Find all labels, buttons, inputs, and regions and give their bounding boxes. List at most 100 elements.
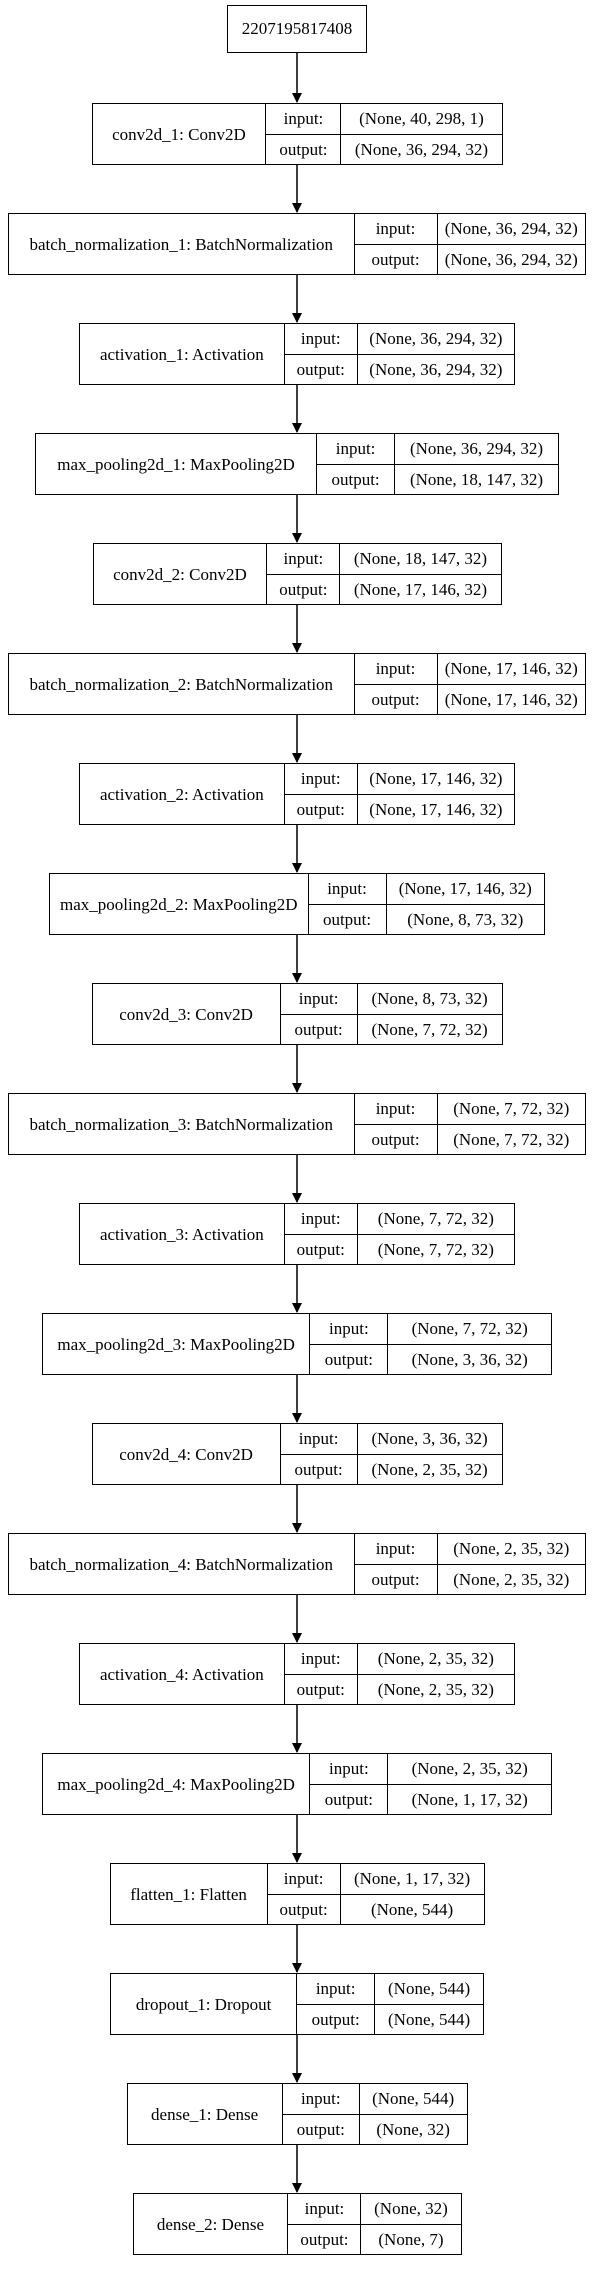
- layer-output-row: output: (None, 36, 294, 32): [266, 133, 502, 164]
- layer-input-label: input:: [309, 874, 387, 904]
- layer-input-row: input:(None, 18, 147, 32): [267, 544, 500, 574]
- layer-output-shape: (None, 36, 294, 32): [444, 249, 578, 269]
- layer-input-shape: (None, 2, 35, 32): [411, 1759, 528, 1779]
- layer-input-shape: (None, 17, 146, 32): [444, 659, 578, 679]
- layer-input-row: input: (None, 17, 146, 32): [355, 654, 585, 684]
- layer-output-label: output:: [281, 1014, 358, 1044]
- layer-io-table: input:(None, 544)output:(None, 32): [282, 2084, 467, 2144]
- layer-io-table: input: (None, 8, 73, 32) output: (None, 7, …: [280, 984, 502, 1044]
- layer-input-label: input:: [285, 324, 358, 354]
- layer-output-shape: (None, 17, 146, 32): [369, 799, 503, 819]
- root-node-label: 2207195817408: [241, 19, 353, 38]
- layer-output-label: output:: [267, 574, 341, 604]
- layer-input-shape: (None, 17, 146, 32): [398, 879, 532, 899]
- layer-output-shape: (None, 7, 72, 32): [453, 1129, 570, 1149]
- layer-name: batch_normalization_2: BatchNormalizatio…: [9, 654, 355, 714]
- layer-output-shape: (None, 544): [388, 2009, 471, 2029]
- layer-input-row: input: (None, 3, 36, 32): [281, 1424, 502, 1454]
- layer-input-shape: (None, 36, 294, 32): [409, 439, 544, 459]
- layer-input-shape: (None, 8, 73, 32): [371, 989, 488, 1009]
- layer-io-table: input: (None, 17, 146, 32) output:(None, 1…: [354, 654, 585, 714]
- layer-output-label: output:: [285, 354, 358, 384]
- layer-io-table: input:(None, 2, 35, 32)output:(None, 2, …: [284, 1644, 514, 1704]
- layer-input-shape: (None, 2, 35, 32): [453, 1539, 570, 1559]
- layer-output-label: output:: [309, 904, 387, 934]
- layer-input-row: input:(None, 2, 35, 32): [310, 1754, 551, 1784]
- layer-io-table: input: (None, 17, 146, 32) output:(None, 8…: [308, 874, 544, 934]
- layer-output-row: output:(None, 17, 146, 32): [354, 683, 585, 714]
- layer-output-shape: (None, 7, 72, 32): [371, 1019, 488, 1039]
- layer-name: conv2d_2: Conv2D: [94, 544, 268, 604]
- layer-input-row: input:(None, 7, 72, 32): [355, 1094, 585, 1124]
- layer-input-label: input:: [281, 1424, 358, 1454]
- layer-output-label: output:: [310, 1784, 389, 1814]
- layer-io-table: input: (None, 3, 36, 32) output:(None, 2, …: [280, 1424, 502, 1484]
- layer-input-shape: (None, 36, 294, 32): [369, 329, 503, 349]
- layer-output-label: output:: [355, 684, 438, 714]
- layer-output-shape: (None, 3, 36, 32): [411, 1349, 528, 1369]
- layer-input-shape: (None, 32): [374, 2199, 448, 2219]
- layer-input-shape: (None, 3, 36, 32): [371, 1429, 488, 1449]
- layer-name: activation_4: Activation: [80, 1644, 285, 1704]
- layer-name: conv2d_1: Conv2D: [93, 104, 267, 164]
- layer-name: activation_1: Activation: [80, 324, 285, 384]
- layer-input-shape: (None, 7, 72, 32): [453, 1099, 570, 1119]
- layer-input-label: input:: [355, 1534, 438, 1564]
- layer-name: flatten_1: Flatten: [111, 1864, 268, 1924]
- layer-io-table: input:(None, 18, 147, 32)output: (None, 1…: [267, 544, 501, 604]
- layer-name: batch_normalization_1: BatchNormalizatio…: [9, 214, 355, 274]
- layer-name: dense_1: Dense: [128, 2084, 283, 2144]
- layer-input-row: input:(None, 1, 17, 32): [268, 1864, 484, 1894]
- layer-name: max_pooling2d_2: MaxPooling2D: [50, 874, 309, 934]
- layer-input-shape: (None, 2, 35, 32): [377, 1649, 494, 1669]
- layer-input-label: input:: [266, 104, 342, 134]
- layer-output-row: output:(None, 544): [267, 1893, 484, 1924]
- layer-output-label: output:: [285, 794, 358, 824]
- layer-output-shape: (None, 544): [370, 1899, 454, 1919]
- layer-input-label: input:: [281, 984, 358, 1014]
- layer-io-table: input:(None, 40, 298, 1)output:(None, 36…: [266, 104, 502, 164]
- layer-node: batch_normalization_3: BatchNormalizatio…: [8, 1093, 586, 1155]
- layer-output-row: output:(None, 2, 35, 32): [284, 1673, 514, 1704]
- layer-output-label: output:: [355, 1124, 438, 1154]
- layer-output-shape: (None, 36, 294, 32): [354, 139, 489, 159]
- layer-io-table: input:(None, 544)output:(None, 544): [297, 1974, 483, 2034]
- layer-input-shape: (None, 544): [372, 2089, 455, 2109]
- layer-name: dense_2: Dense: [134, 2194, 289, 2254]
- input-root-node: 2207195817408: [227, 5, 367, 53]
- layer-node: batch_normalization_2: BatchNormalizatio…: [8, 653, 586, 715]
- layer-output-row: output: (None, 17, 146, 32): [267, 573, 501, 604]
- layer-name: max_pooling2d_4: MaxPooling2D: [43, 1754, 311, 1814]
- layer-node: batch_normalization_4: BatchNormalizatio…: [8, 1533, 586, 1595]
- layer-input-label: input:: [355, 654, 438, 684]
- layer-output-row: output:(None, 544): [297, 2003, 483, 2034]
- layer-io-table: input:(None, 36, 294, 32)output:(None, 1…: [317, 434, 558, 494]
- layer-io-table: input:(None, 7, 72, 32)output:(None, 3, …: [310, 1314, 551, 1374]
- layer-input-row: input: (None, 8, 73, 32): [281, 984, 502, 1014]
- layer-output-row: output:(None, 3, 36, 32): [310, 1343, 551, 1374]
- layer-output-row: output:(None, 2, 35, 32): [280, 1453, 502, 1484]
- layer-output-label: output:: [283, 2114, 360, 2144]
- layer-input-row: input:(None, 544): [283, 2084, 467, 2114]
- layer-input-row: input:(None, 36, 294, 32): [355, 214, 585, 244]
- layer-output-shape: (None, 17, 146, 32): [353, 579, 488, 599]
- layer-input-label: input:: [288, 2194, 362, 2224]
- layer-input-shape: (None, 17, 146, 32): [369, 769, 503, 789]
- layer-output-row: output:(None, 8, 73, 32): [308, 903, 544, 934]
- layer-input-row: input:(None, 2, 35, 32): [285, 1644, 514, 1674]
- layer-output-shape: (None, 36, 294, 32): [369, 359, 503, 379]
- layer-output-label: output:: [266, 134, 342, 164]
- layer-output-shape: (None, 18, 147, 32): [409, 469, 544, 489]
- layer-output-shape: (None, 7, 72, 32): [377, 1239, 494, 1259]
